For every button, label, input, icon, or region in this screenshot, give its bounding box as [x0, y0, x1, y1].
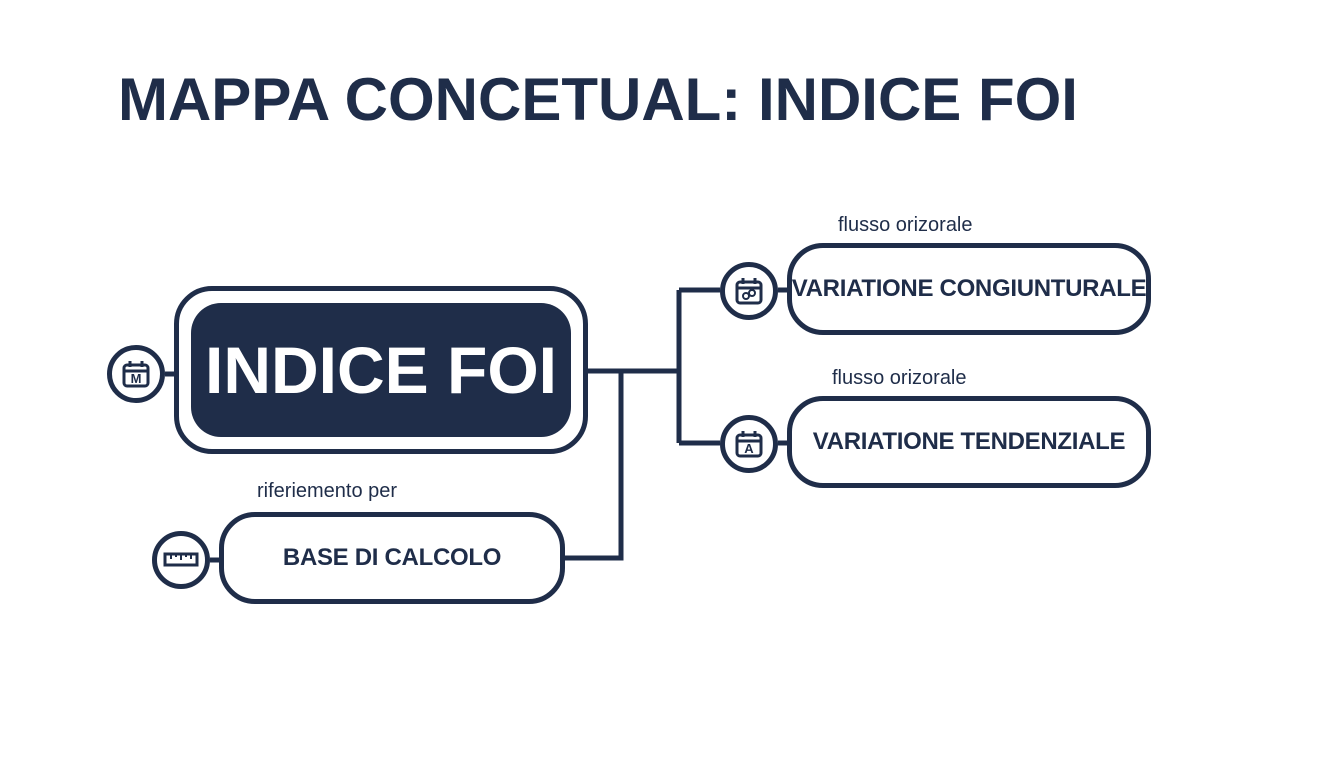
variatione-tendenziale-node: VARIATIONE TENDENZIALE — [787, 396, 1151, 488]
calendar-m-text: M — [131, 371, 142, 386]
page-title: MAPPA CONCETUAL: INDICE FOI — [118, 66, 1078, 133]
tendenziale-edge-label: flusso orizorale — [832, 367, 967, 389]
base-edge-label: riferiemento per — [257, 480, 398, 502]
variatione-tendenziale-label: VARIATIONE TENDENZIALE — [812, 428, 1126, 455]
base-di-calcolo-node: BASE DI CALCOLO — [219, 512, 565, 604]
calendar-a-text: A — [744, 441, 754, 456]
calendar-a-icon: A — [720, 415, 778, 473]
base-di-calcolo-label: BASE DI CALCOLO — [282, 544, 502, 571]
congiunturale-edge-label: flusso orizorale — [838, 214, 973, 236]
indice-foi-node: INDICE FOI — [174, 286, 588, 454]
indice-foi-label: INDICE FOI — [191, 303, 571, 437]
ruler-icon — [152, 531, 210, 589]
calendar-m-icon: M — [107, 345, 165, 403]
variatione-congiunturale-label: VARIATIONE CONGIUNTURALE — [791, 275, 1147, 302]
main-to-base-connector — [565, 368, 624, 561]
variatione-congiunturale-node: VARIATIONE CONGIUNTURALE — [787, 243, 1151, 335]
calendar-circles-icon — [720, 262, 778, 320]
